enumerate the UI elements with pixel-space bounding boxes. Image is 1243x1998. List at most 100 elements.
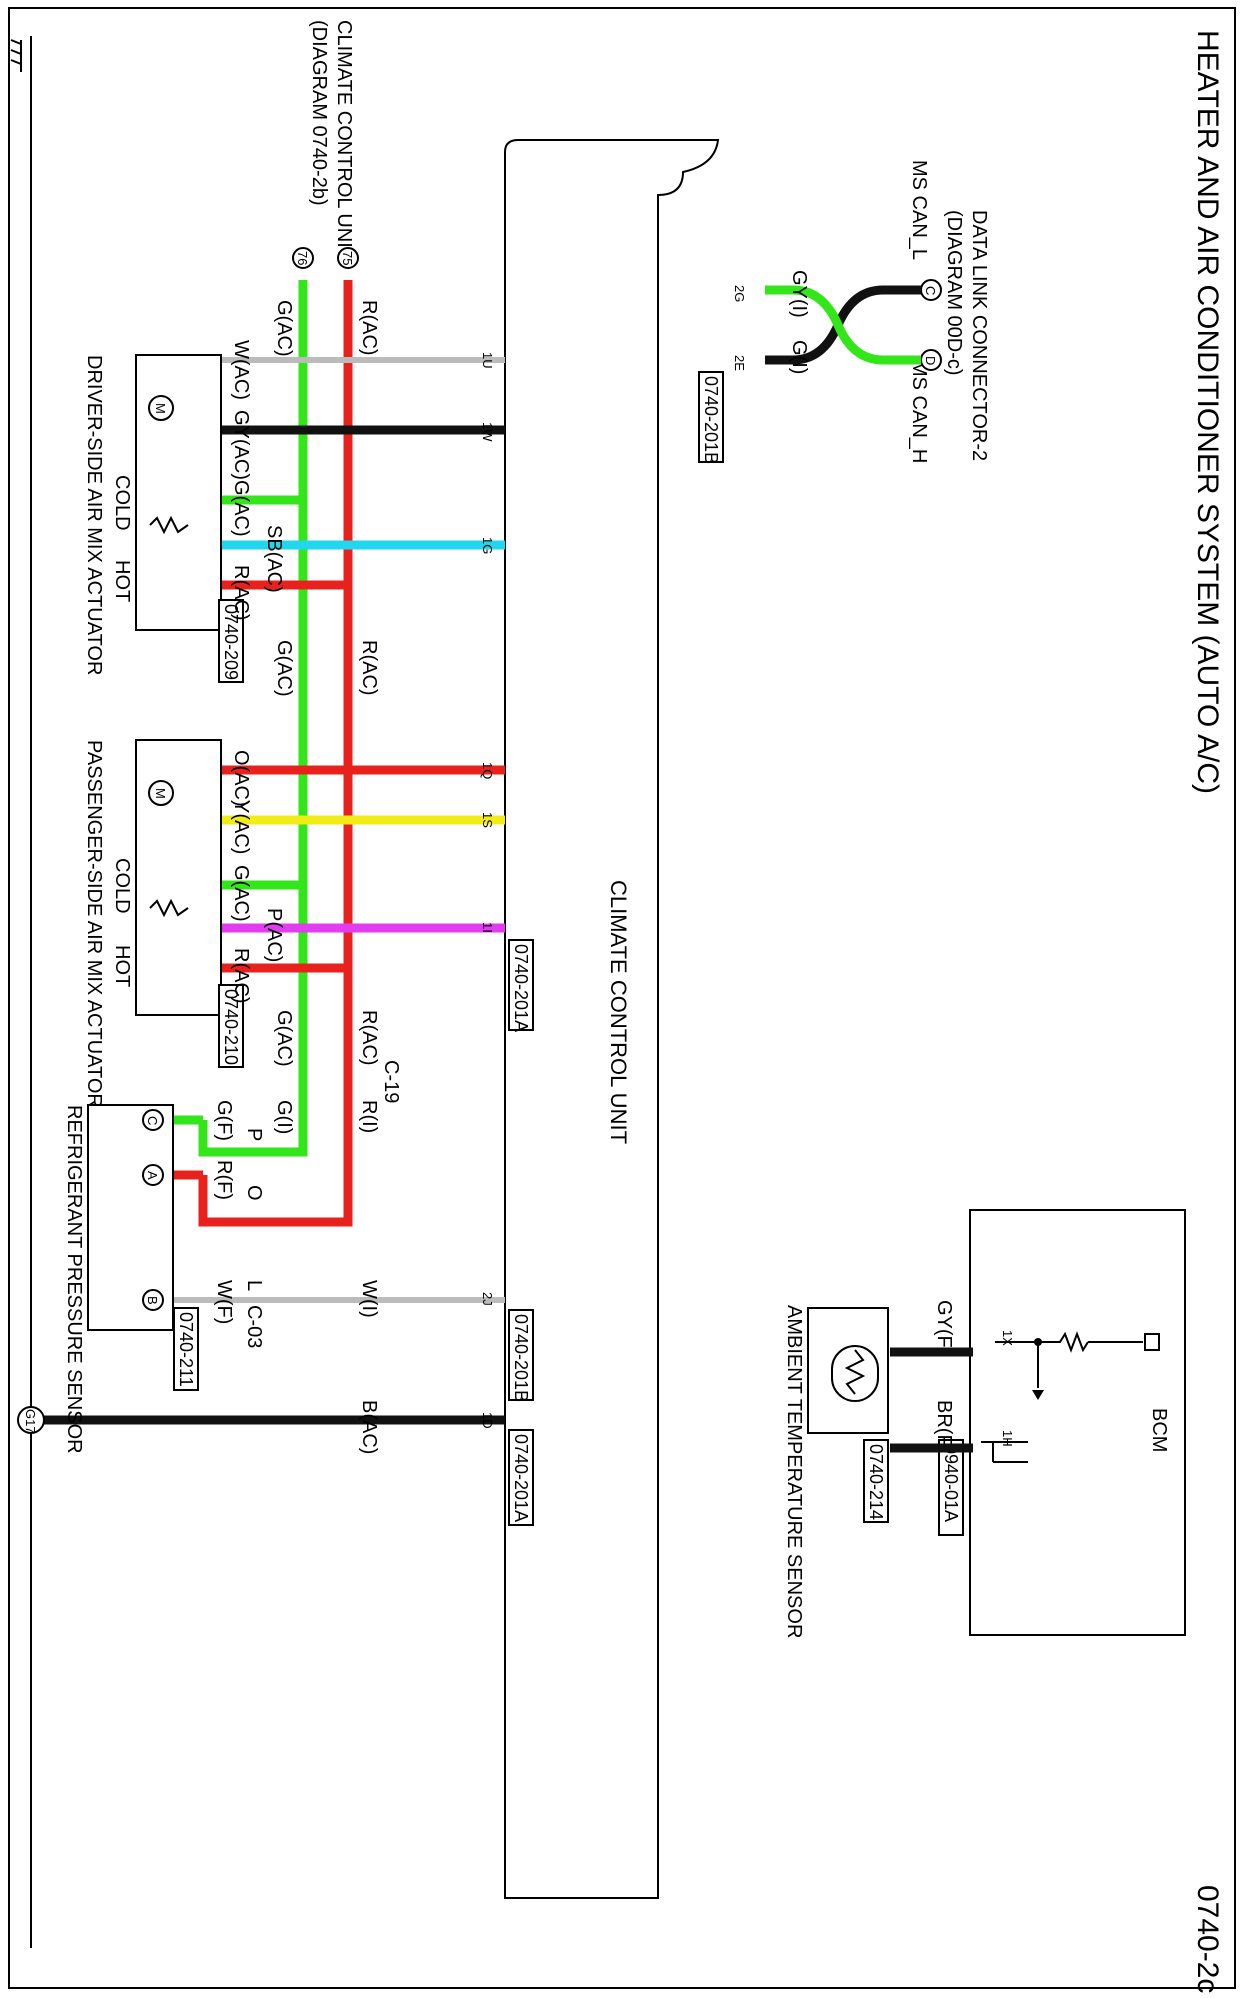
wire-label-gy-i: GY(I) (788, 270, 810, 318)
connector-ref-box-2 (508, 939, 534, 1031)
wl-g-ac-passenger: G(AC) (230, 865, 252, 922)
cross-ref-line2: (DIAGRAM 0740-2b) (308, 20, 330, 206)
wl-gy-ac: GY(AC) (230, 410, 252, 480)
bcm-box (969, 1209, 1186, 1636)
pin-1s: 1S (480, 812, 495, 828)
passenger-ref: 0740-210 (221, 989, 241, 1065)
ambient-sensor-label: AMBIENT TEMPERATURE SENSOR (783, 1305, 805, 1638)
ground-g17 (17, 1406, 45, 1434)
svg-text:M: M (153, 403, 168, 414)
driver-ref: 0740-209 (221, 604, 241, 680)
pin-1g: 1G (480, 537, 495, 554)
wire-g-i (198, 1060, 308, 1157)
dlc-diagram-ref: (DIAGRAM 00D-c) (943, 210, 965, 376)
resistor-icon (1038, 1331, 1089, 1353)
pin-75 (337, 247, 359, 269)
wire-label-gy-f: GY(F) (933, 1300, 955, 1354)
driver-cold: COLD (111, 475, 133, 531)
can-h-label: MS CAN_H (908, 360, 930, 463)
svg-text:76: 76 (295, 251, 310, 265)
wl-r-ac-passenger: R(AC) (230, 948, 252, 1004)
dlc-label: DATA LINK CONNECTOR-2 (968, 210, 990, 461)
wl-g-ac-1: G(AC) (273, 300, 295, 357)
wl-w-ac: W(AC) (230, 340, 252, 400)
driver-actuator-box (135, 354, 222, 631)
pressure-pin-a (142, 1164, 164, 1186)
wl-o-ac: O(AC) (230, 750, 252, 807)
driver-potentiometer-icon (149, 515, 189, 535)
cross-ref-line1: CLIMATE CONTROL UNIT (333, 20, 355, 260)
pin-1i: 1I (480, 922, 495, 933)
pin-1w: 1W (480, 422, 495, 442)
wl-r-ac-3: R(AC) (358, 1010, 380, 1066)
svg-text:M: M (153, 788, 168, 799)
thermistor-icon (831, 1345, 879, 1402)
driver-motor-icon (148, 395, 174, 421)
pin-2j: 2J (480, 1292, 495, 1306)
wl-r-ac-driver: R(AC) (230, 565, 252, 621)
bcm-internal-circuit (981, 1331, 1160, 1463)
wl-w-f: W(F) (213, 1280, 235, 1324)
passenger-ref-box (218, 984, 244, 1068)
wl-g-ac-3: G(AC) (273, 1010, 295, 1067)
splice-p: P (243, 1128, 265, 1141)
can-l-label: MS CAN_L (908, 160, 930, 260)
passenger-hot: HOT (111, 945, 133, 987)
connector-ref-2: 0740-201A (511, 944, 531, 1032)
connector-ref-3: 0740-201B (511, 1314, 531, 1402)
wl-b-ac: B(AC) (358, 1400, 380, 1454)
passenger-actuator-box (135, 739, 222, 1016)
pin-76 (292, 247, 314, 269)
ambient-ref: 0740-214 (866, 1444, 886, 1520)
bcm-label: BCM (1148, 1408, 1170, 1452)
wl-sb-ac: SB(AC) (263, 525, 285, 593)
svg-text:A: A (145, 1171, 160, 1180)
page-frame (8, 7, 1236, 1989)
wl-r-i: R(I) (358, 1100, 380, 1133)
diagram-title: HEATER AND AIR CONDITIONER SYSTEM (AUTO … (1191, 30, 1224, 794)
wl-r-ac-1: R(AC) (358, 300, 380, 356)
splice-l: L (243, 1280, 265, 1291)
pressure-sensor-box (87, 1104, 174, 1331)
wire-label-g-i: G(I) (788, 340, 810, 374)
pin-1q: 1Q (480, 762, 495, 779)
bcm-ref-box (938, 1439, 964, 1536)
page-id: 0740-2c (1191, 1885, 1224, 1993)
passenger-actuator-label: PASSENGER-SIDE AIR MIX ACTUATOR (83, 740, 105, 1108)
connector-ref-1: 0740-201B (701, 376, 721, 464)
pin-1u: 1U (480, 352, 495, 369)
wl-g-f: G(F) (213, 1100, 235, 1141)
can-h-wire (765, 285, 921, 365)
splice-o: O (243, 1185, 265, 1201)
climate-control-unit-box (504, 139, 720, 1899)
passenger-cold: COLD (111, 858, 133, 914)
pin-2g: 2G (732, 285, 747, 302)
wire-label-br-f: BR(F) (933, 1400, 955, 1453)
ambient-ref-box (863, 1439, 889, 1523)
bcm-pin-1x: 1X (1000, 1330, 1015, 1346)
connector-ref-box-1 (698, 371, 724, 463)
passenger-potentiometer-icon (149, 898, 189, 918)
svg-text:75: 75 (340, 251, 355, 265)
pressure-ref: 0740-211 (176, 1312, 196, 1387)
driver-ref-box (218, 599, 244, 683)
svg-text:C: C (923, 286, 938, 295)
wl-g-ac-2: G(AC) (273, 640, 295, 697)
connector-ref-4: 0740-201A (511, 1434, 531, 1522)
wl-r-f: R(F) (213, 1160, 235, 1200)
pressure-pin-b (142, 1289, 164, 1311)
passenger-motor-icon (148, 780, 174, 806)
ambient-sensor-box (807, 1307, 889, 1434)
driver-actuator-label: DRIVER-SIDE AIR MIX ACTUATOR (83, 355, 105, 675)
wl-g-i: G(I) (273, 1100, 295, 1134)
chassis-ground-icon (10, 39, 22, 72)
svg-text:D: D (923, 356, 938, 365)
ccu-label: CLIMATE CONTROL UNIT (606, 880, 631, 1144)
wl-p-ac: P(AC) (263, 908, 285, 962)
pin-2e: 2E (732, 355, 747, 371)
wl-r-ac-2: R(AC) (358, 640, 380, 696)
wire-r-i (198, 1060, 353, 1227)
